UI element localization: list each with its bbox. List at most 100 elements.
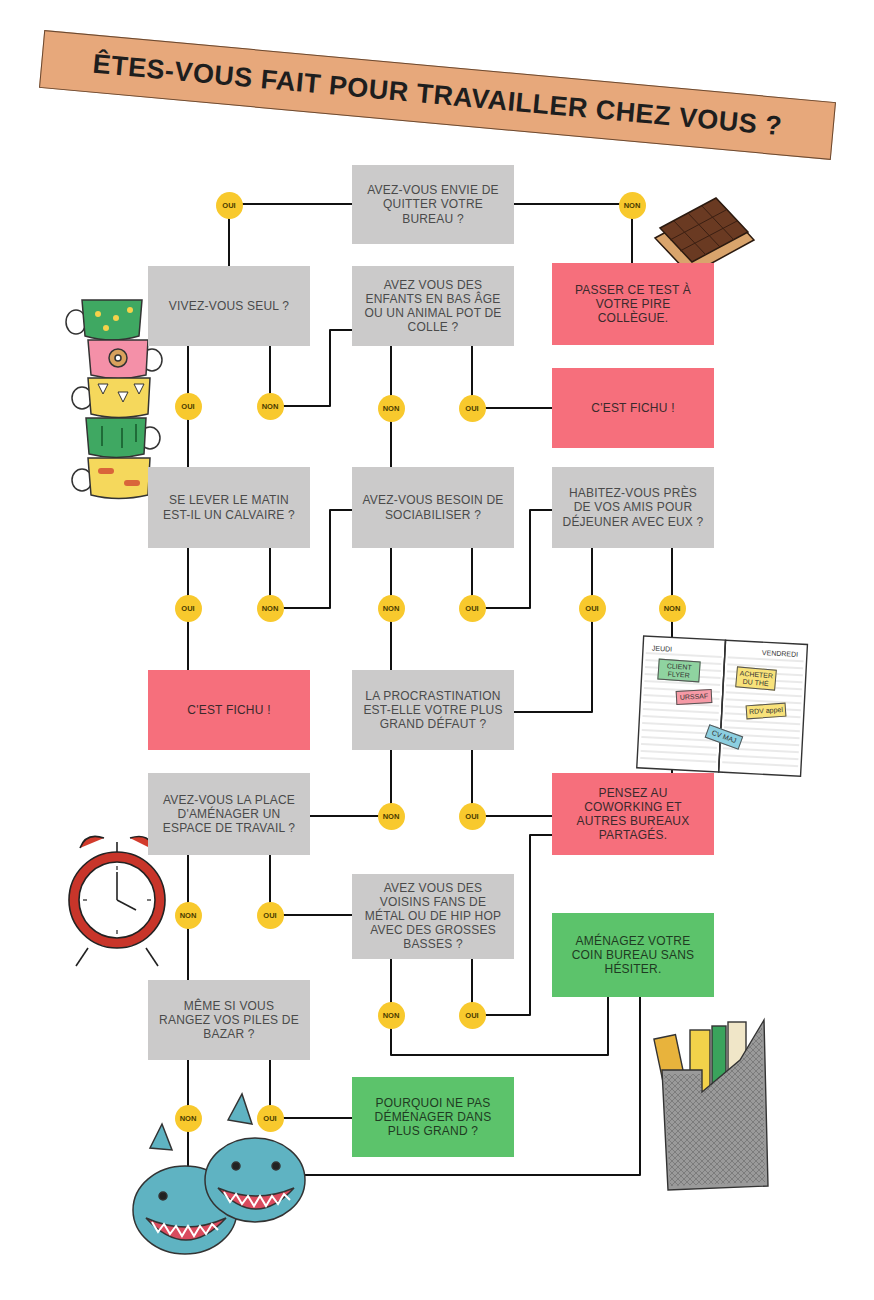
agenda-notebook bbox=[719, 640, 726, 772]
box-text: AVEZ-VOUS LA PLACE D'AMÉNAGER UN ESPACE … bbox=[157, 793, 301, 835]
mug-stack bbox=[86, 418, 146, 458]
mug-stack bbox=[88, 378, 150, 418]
alarm-clock bbox=[116, 842, 118, 852]
mug-stack bbox=[124, 480, 140, 486]
alarm-clock bbox=[83, 899, 87, 900]
mug-stack bbox=[101, 426, 103, 446]
answer-badge: OUI bbox=[257, 1105, 284, 1132]
box-text: PASSER CE TEST À VOTRE PIRE COLLÈGUE. bbox=[561, 283, 705, 325]
answer-label: OUI bbox=[465, 404, 478, 413]
sticky-note: CV MAJ bbox=[705, 724, 744, 749]
question-box: AVEZ VOUS DES VOISINS FANS DE MÉTAL OU D… bbox=[352, 874, 514, 959]
answer-label: OUI bbox=[263, 1114, 276, 1123]
flow-connector bbox=[514, 548, 592, 712]
box-text: PENSEZ AU COWORKING ET AUTRES BUREAUX PA… bbox=[561, 786, 705, 843]
box-text: AVEZ-VOUS BESOIN DE SOCIABILISER ? bbox=[361, 493, 505, 521]
answer-badge: NON bbox=[257, 595, 284, 622]
mug-stack bbox=[98, 468, 114, 474]
mug-stack bbox=[98, 468, 140, 486]
answer-badge: OUI bbox=[459, 1002, 486, 1029]
box-text: C'EST FICHU ! bbox=[591, 401, 674, 415]
answer-badge: NON bbox=[659, 595, 686, 622]
alarm-clock bbox=[146, 948, 158, 966]
mug-stack bbox=[98, 384, 144, 402]
file-holder bbox=[654, 1020, 768, 1190]
answer-label: OUI bbox=[465, 812, 478, 821]
answer-badge: NON bbox=[378, 395, 405, 422]
advice-box: POURQUOI NE PAS DÉMÉNAGER DANS PLUS GRAN… bbox=[352, 1077, 514, 1157]
agenda-notebook bbox=[719, 640, 808, 776]
answer-badge: OUI bbox=[459, 395, 486, 422]
shark-slippers bbox=[152, 1222, 218, 1236]
sticky-note: ACHETER DU THÉ bbox=[735, 666, 777, 691]
box-text: VIVEZ-VOUS SEUL ? bbox=[169, 299, 289, 313]
shark-slippers bbox=[218, 1188, 294, 1209]
alarm-clock bbox=[117, 900, 136, 910]
result-box: PENSEZ AU COWORKING ET AUTRES BUREAUX PA… bbox=[552, 773, 714, 855]
box-text: SE LEVER LE MATIN EST-IL UN CALVAIRE ? bbox=[157, 493, 301, 521]
box-text: AVEZ VOUS DES ENFANTS EN BAS ÂGE OU UN A… bbox=[361, 278, 505, 335]
alarm-clock bbox=[147, 899, 151, 900]
mug-stack bbox=[118, 392, 128, 402]
alarm-clock bbox=[69, 852, 165, 948]
chocolate-bar bbox=[688, 213, 720, 247]
answer-label: NON bbox=[383, 812, 400, 821]
answer-badge: OUI bbox=[459, 803, 486, 830]
mug-stack bbox=[121, 428, 123, 448]
answer-badge: OUI bbox=[216, 192, 243, 219]
question-box: AVEZ-VOUS ENVIE DE QUITTER VOTRE BUREAU … bbox=[352, 165, 514, 244]
flow-connector bbox=[270, 855, 352, 915]
alarm-clock bbox=[80, 836, 104, 848]
file-holder bbox=[664, 1026, 765, 1186]
shark-slippers bbox=[224, 1192, 290, 1206]
question-box: LA PROCRASTINATION EST-ELLE VOTRE PLUS G… bbox=[352, 670, 514, 750]
answer-label: NON bbox=[624, 201, 641, 210]
box-text: AVEZ-VOUS ENVIE DE QUITTER VOTRE BUREAU … bbox=[361, 183, 505, 225]
chocolate-bar bbox=[680, 221, 737, 251]
answer-label: NON bbox=[383, 1011, 400, 1020]
sticky-note: URSSAF bbox=[676, 689, 713, 705]
answer-label: OUI bbox=[585, 604, 598, 613]
mug-stack bbox=[82, 300, 142, 340]
question-box: AVEZ-VOUS LA PLACE D'AMÉNAGER UN ESPACE … bbox=[148, 773, 310, 855]
alarm-clock bbox=[116, 866, 117, 870]
day-heading: JEUDI bbox=[645, 642, 680, 655]
box-text: C'EST FICHU ! bbox=[187, 703, 270, 717]
mug-stack bbox=[98, 384, 108, 394]
result-box: C'EST FICHU ! bbox=[552, 368, 714, 448]
chocolate-bar bbox=[702, 206, 734, 240]
answer-badge: NON bbox=[175, 1105, 202, 1132]
flow-connector bbox=[270, 1060, 352, 1118]
result-box: C'EST FICHU ! bbox=[148, 670, 310, 750]
shark-slippers bbox=[133, 1094, 305, 1254]
agenda-notebook bbox=[637, 636, 808, 776]
question-box: MÊME SI VOUS RANGEZ VOS PILES DE BAZAR ? bbox=[148, 980, 310, 1060]
mug-stack bbox=[88, 458, 150, 499]
agenda-notebook bbox=[722, 655, 804, 771]
flow-connector bbox=[310, 750, 391, 816]
shark-slippers bbox=[232, 1162, 240, 1170]
shark-slippers bbox=[146, 1218, 226, 1240]
answer-label: NON bbox=[383, 604, 400, 613]
mug-stack bbox=[113, 315, 119, 321]
answer-badge: OUI bbox=[175, 595, 202, 622]
shark-slippers bbox=[205, 1138, 305, 1222]
question-box: VIVEZ-VOUS SEUL ? bbox=[148, 266, 310, 346]
box-text: AVEZ VOUS DES VOISINS FANS DE MÉTAL OU D… bbox=[361, 881, 505, 952]
box-text: LA PROCRASTINATION EST-ELLE VOTRE PLUS G… bbox=[361, 689, 505, 731]
box-text: POURQUOI NE PAS DÉMÉNAGER DANS PLUS GRAN… bbox=[361, 1096, 505, 1138]
question-box: HABITEZ-VOUS PRÈS DE VOS AMIS POUR DÉJEU… bbox=[552, 467, 714, 548]
chocolate-bar bbox=[674, 221, 706, 255]
answer-label: OUI bbox=[263, 911, 276, 920]
result-box: PASSER CE TEST À VOTRE PIRE COLLÈGUE. bbox=[552, 263, 714, 345]
mug-stack bbox=[134, 384, 144, 394]
mug-stack bbox=[88, 340, 148, 379]
mug-stack bbox=[102, 424, 136, 448]
answer-badge: NON bbox=[619, 192, 646, 219]
shark-slippers bbox=[150, 1124, 172, 1150]
title-banner: ÊTES-VOUS FAIT POUR TRAVAILLER CHEZ VOUS… bbox=[39, 30, 836, 160]
flow-connector bbox=[229, 204, 352, 266]
shark-slippers bbox=[272, 1162, 280, 1170]
title-text: ÊTES-VOUS FAIT POUR TRAVAILLER CHEZ VOUS… bbox=[91, 48, 783, 142]
